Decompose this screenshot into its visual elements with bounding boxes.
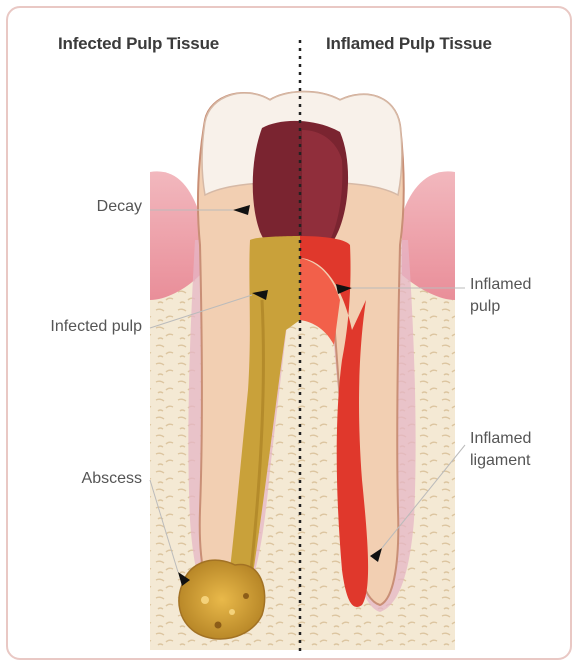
abscess	[179, 560, 265, 639]
label-abscess: Abscess	[44, 468, 142, 490]
label-infected-pulp: Infected pulp	[48, 316, 142, 338]
label-decay: Decay	[58, 196, 142, 218]
label-inflamed-ligament: Inflamed ligament	[470, 428, 568, 472]
label-inflamed-pulp: Inflamed pulp	[470, 274, 566, 318]
